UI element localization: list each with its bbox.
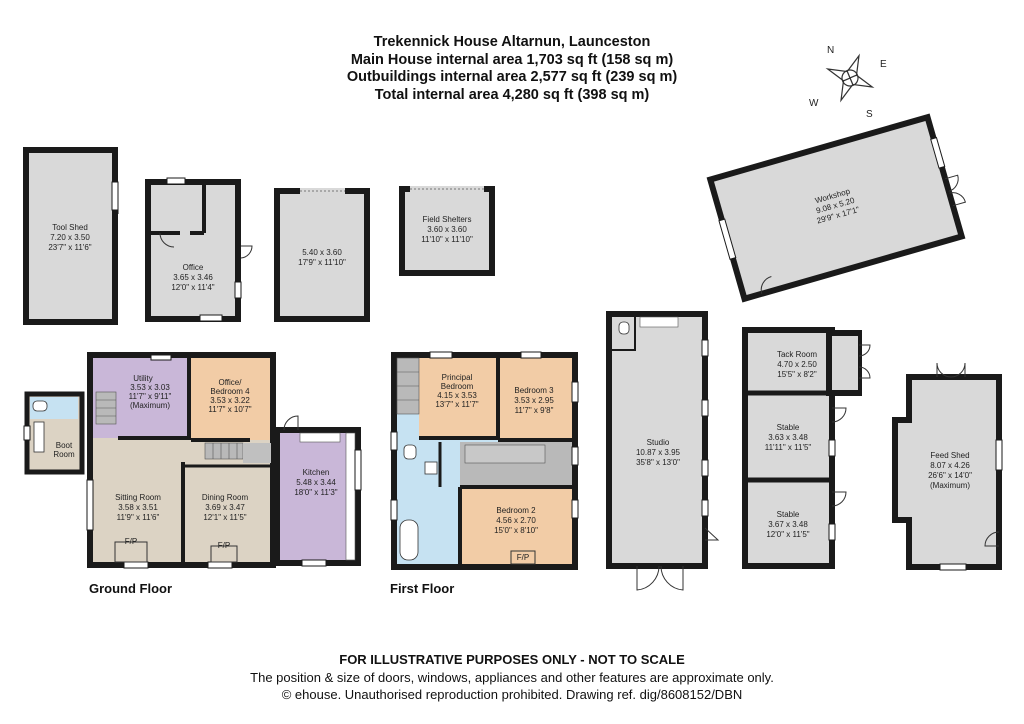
compass-n: N [827, 45, 834, 56]
studio: Studio 10.87 x 3.95 35'8" x 13'0" [606, 311, 720, 591]
boot-room-name-1: Boot [56, 441, 73, 450]
compass-w: W [809, 98, 819, 109]
bedroom3-name: Bedroom 3 [514, 386, 554, 395]
first-floor-plan: Principal Bedroom 4.15 x 3.53 13'7" x 11… [390, 351, 579, 570]
office-bed4-metric: 3.53 x 3.22 [210, 396, 250, 405]
office-bed4-name-2: Bedroom 4 [210, 387, 250, 396]
utility-note: (Maximum) [130, 401, 170, 410]
stable2-imperial: 12'0" x 11'5" [766, 530, 809, 539]
dining-room-fireplace: F/P [218, 541, 230, 550]
dining-room-name: Dining Room [202, 493, 249, 502]
bedroom2-name: Bedroom 2 [496, 506, 536, 515]
first-floor-label: First Floor [390, 581, 454, 596]
stable1-metric: 3.63 x 3.48 [768, 433, 808, 442]
kitchen-name: Kitchen [303, 468, 330, 477]
feed-shed-metric: 8.07 x 4.26 [930, 461, 970, 470]
office-name: Office [183, 263, 204, 272]
studio-imperial: 35'8" x 13'0" [636, 458, 680, 467]
studio-name: Studio [647, 438, 670, 447]
disclaimer-approximate: The position & size of doors, windows, a… [250, 669, 774, 685]
disclaimer-heading: FOR ILLUSTRATIVE PURPOSES ONLY - NOT TO … [339, 652, 685, 667]
plan-title-block: Trekennick House Altarnun, Launceston Ma… [262, 34, 762, 104]
field-shelters-name: Field Shelters [423, 215, 472, 224]
total-area: Total internal area 4,280 sq ft (398 sq … [374, 86, 650, 103]
principal-bedroom-imperial: 13'7" x 11'7" [435, 400, 478, 409]
utility-imperial: 11'7" x 9'11" [129, 392, 172, 401]
stable1-name: Stable [777, 423, 800, 432]
outbuilding-metric: 5.40 x 3.60 [302, 248, 342, 257]
feed-shed-imperial: 26'6" x 14'0" [928, 471, 972, 480]
ground-floor-plan: Boot Room Utility 3.53 x 3. [23, 352, 362, 569]
stable2-name: Stable [777, 510, 800, 519]
tool-shed-imperial: 23'7" x 11'6" [48, 243, 91, 252]
principal-bedroom-name-2: Bedroom [441, 382, 474, 391]
tack-room-metric: 4.70 x 2.50 [777, 360, 817, 369]
feed-shed-name: Feed Shed [930, 451, 969, 460]
principal-bedroom-name-1: Principal [442, 373, 473, 382]
ground-floor-label: Ground Floor [89, 581, 172, 596]
office-imperial: 12'0" x 11'4" [171, 283, 214, 292]
tack-room-name: Tack Room [777, 350, 817, 359]
office-bed4-name-1: Office/ [219, 378, 243, 387]
sitting-room-metric: 3.58 x 3.51 [118, 503, 158, 512]
outbuildings-area: Outbuildings internal area 2,577 sq ft (… [346, 69, 678, 85]
tool-shed-metric: 7.20 x 3.50 [50, 233, 90, 242]
workshop: Workshop 9.08 x 5.20 29'9" x 17'1" [706, 113, 967, 303]
tool-shed-name: Tool Shed [52, 223, 88, 232]
principal-bedroom-metric: 4.15 x 3.53 [437, 391, 477, 400]
unnamed-outbuilding: 5.40 x 3.60 17'9" x 11'10" [274, 188, 370, 322]
stable2-metric: 3.67 x 3.48 [768, 520, 808, 529]
sitting-room-name: Sitting Room [115, 493, 161, 502]
compass-rose-icon: N E S W [809, 45, 887, 120]
kitchen-metric: 5.48 x 3.44 [296, 478, 336, 487]
bedroom2-imperial: 15'0" x 8'10" [494, 526, 538, 535]
disclaimer-footer: FOR ILLUSTRATIVE PURPOSES ONLY - NOT TO … [112, 651, 912, 704]
stable1-imperial: 11'11" x 11'5" [765, 443, 812, 452]
office-metric: 3.65 x 3.46 [173, 273, 213, 282]
studio-metric: 10.87 x 3.95 [636, 448, 681, 457]
main-house-area: Main House internal area 1,703 sq ft (15… [350, 51, 674, 68]
stables-block: Tack Room 4.70 x 2.50 15'5" x 8'2" Stabl… [742, 327, 871, 569]
office-bed4-imperial: 11'7" x 10'7" [208, 405, 251, 414]
tack-room-imperial: 15'5" x 8'2" [777, 370, 817, 379]
tool-shed: Tool Shed 7.20 x 3.50 23'7" x 11'6" [23, 147, 119, 325]
bedroom3-imperial: 11'7" x 9'8" [515, 406, 554, 415]
kitchen-imperial: 18'0" x 11'3" [294, 488, 337, 497]
property-title: Trekennick House Altarnun, Launceston [373, 34, 651, 50]
bedroom3-metric: 3.53 x 2.95 [514, 396, 554, 405]
feed-shed: Feed Shed 8.07 x 4.26 26'6" x 14'0" (Max… [892, 362, 1003, 571]
bedroom2-fireplace: F/P [517, 553, 529, 562]
office-outbuilding: Office 3.65 x 3.46 12'0" x 11'4" [145, 177, 253, 322]
field-shelters: Field Shelters 3.60 x 3.60 11'10" x 11'1… [399, 186, 495, 276]
utility-name: Utility [133, 374, 153, 383]
field-shelters-imperial: 11'10" x 11'10" [421, 235, 473, 244]
dining-room-metric: 3.69 x 3.47 [205, 503, 245, 512]
sitting-room-fireplace: F/P [125, 537, 137, 546]
compass-s: S [866, 109, 873, 120]
feed-shed-note: (Maximum) [930, 481, 970, 490]
boot-room-name-2: Room [53, 450, 75, 459]
utility-metric: 3.53 x 3.03 [130, 383, 170, 392]
dining-room-imperial: 12'1" x 11'5" [203, 513, 246, 522]
outbuilding-imperial: 17'9" x 11'10" [298, 258, 346, 267]
copyright-line: © ehouse. Unauthorised reproduction proh… [281, 687, 743, 702]
sitting-room-imperial: 11'9" x 11'6" [117, 513, 160, 522]
compass-e: E [880, 59, 887, 70]
field-shelters-metric: 3.60 x 3.60 [427, 225, 467, 234]
bedroom2-metric: 4.56 x 2.70 [496, 516, 536, 525]
